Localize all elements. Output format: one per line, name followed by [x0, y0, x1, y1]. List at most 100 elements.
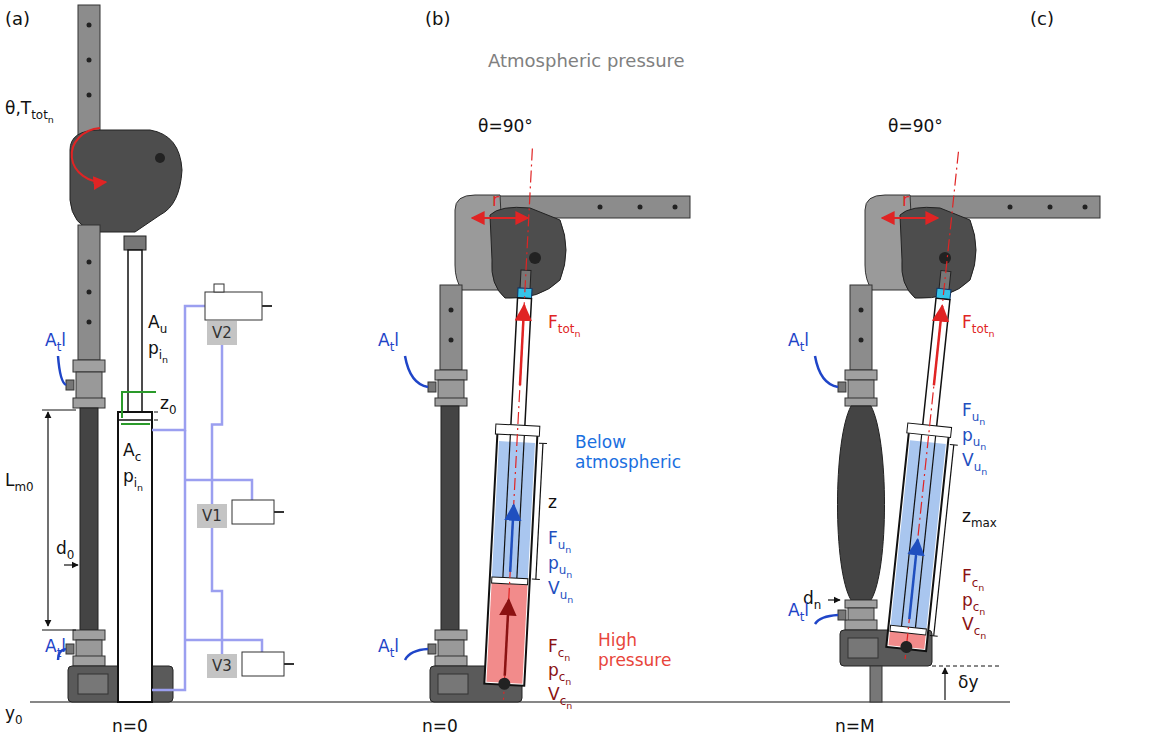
subscript-text: u [973, 435, 981, 449]
math-label: pin [123, 466, 143, 493]
subscript-text: n [565, 544, 571, 555]
subscript-text: i [159, 348, 162, 362]
subscript-text: n [162, 354, 168, 365]
subscript-text: n [48, 114, 54, 125]
subscript-text: n [814, 598, 822, 612]
symbol-text: A [148, 312, 160, 332]
subscript-text: c [135, 450, 142, 464]
symbol-text: d [56, 538, 67, 558]
math-label: δy [958, 672, 978, 692]
symbol-text: p [548, 553, 559, 573]
math-label: n=M [835, 716, 875, 736]
subscript-text: tot [31, 108, 48, 122]
symbol-text: y [5, 703, 15, 723]
symbol-text: A [378, 330, 390, 350]
symbol-text: θ=90° [478, 116, 533, 136]
math-label: Atmospheric pressure [488, 50, 685, 72]
subscript-text: c [974, 624, 981, 638]
math-label: Ac [123, 440, 141, 464]
subscript-text: u [558, 538, 566, 552]
subscript-text: c [558, 646, 565, 660]
math-label: pun [962, 425, 986, 452]
subscript-text: tot [558, 322, 575, 336]
math-label: Fun [962, 400, 985, 427]
subscript-text: tot [972, 322, 989, 336]
symbol-text: F [548, 312, 558, 332]
subscript-text: u [559, 563, 567, 577]
math-label: θ=90° [478, 116, 533, 136]
symbol-text: r [492, 190, 499, 210]
symbol-text: z [962, 506, 971, 526]
math-label: Fcn [548, 636, 570, 663]
math-label: Vun [962, 450, 987, 477]
math-label: pun [548, 553, 572, 580]
subscript-text: c [972, 576, 979, 590]
math-label: θ,Ttotn [5, 98, 54, 125]
subscript-text: n [980, 441, 986, 452]
math-label: pin [148, 338, 168, 365]
symbol-text: θ,T [5, 98, 31, 118]
pneumatic-line [212, 528, 222, 654]
symbol-text: p [548, 660, 559, 680]
math-label: z [548, 492, 557, 512]
math-label: pcn [548, 660, 571, 687]
math-label: (b) [425, 8, 450, 30]
symbol-text: n=0 [112, 716, 148, 736]
symbol-text: θ=90° [888, 116, 943, 136]
symbol-text: n=M [835, 716, 875, 736]
symbol-text: l [394, 636, 399, 656]
math-label: θ=90° [888, 116, 943, 136]
subscript-text: 0 [169, 403, 177, 417]
math-label: (c) [1030, 8, 1054, 30]
subscript-text: u [974, 460, 982, 474]
math-label: Atl [45, 636, 66, 660]
valve-label: V2 [207, 321, 237, 345]
subscript-text: n [137, 482, 143, 493]
symbol-text: A [378, 636, 390, 656]
subscript-text: n [979, 416, 985, 427]
subscript-text: n [988, 328, 994, 339]
subscript-text: t [390, 340, 395, 354]
symbol-text: l [61, 330, 66, 350]
math-label: High pressure [598, 630, 678, 671]
math-label: Fcn [962, 566, 984, 593]
math-label: Atl [788, 600, 809, 624]
symbol-text: V [548, 684, 560, 704]
symbol-text: (c) [1030, 8, 1054, 29]
symbol-text: n=0 [422, 716, 458, 736]
symbol-text: F [962, 312, 972, 332]
subscript-text: u [560, 588, 568, 602]
symbol-text: F [548, 528, 558, 548]
symbol-text: A [123, 440, 135, 460]
subscript-text: n [565, 676, 571, 687]
subscript-text: n [564, 652, 570, 663]
symbol-text: F [962, 400, 972, 420]
math-label: Atl [788, 330, 809, 354]
math-label: Fun [548, 528, 571, 555]
math-label: Atl [45, 330, 66, 354]
symbol-text: High pressure [598, 630, 671, 670]
symbol-text: (b) [425, 8, 450, 29]
symbol-text: A [45, 636, 57, 656]
math-label: Atl [378, 636, 399, 660]
math-label: y0 [5, 703, 23, 727]
symbol-text: V [962, 450, 974, 470]
subscript-text: n [979, 606, 985, 617]
math-label: Atl [378, 330, 399, 354]
subscript-text: u [972, 410, 980, 424]
math-label: r [492, 190, 499, 210]
valve-label: V3 [207, 654, 237, 678]
symbol-text: A [788, 330, 800, 350]
subscript-text: n [566, 569, 572, 580]
symbol-text: V [548, 578, 560, 598]
math-label: Vun [548, 578, 573, 605]
symbol-text: p [962, 590, 973, 610]
math-label: Ftotn [962, 312, 994, 339]
symbol-text: A [45, 330, 57, 350]
subscript-text: n [566, 700, 572, 711]
math-label: zmax [962, 506, 997, 530]
valve-name: V3 [212, 657, 232, 675]
symbol-text: V [962, 614, 974, 634]
subscript-text: c [560, 694, 567, 708]
